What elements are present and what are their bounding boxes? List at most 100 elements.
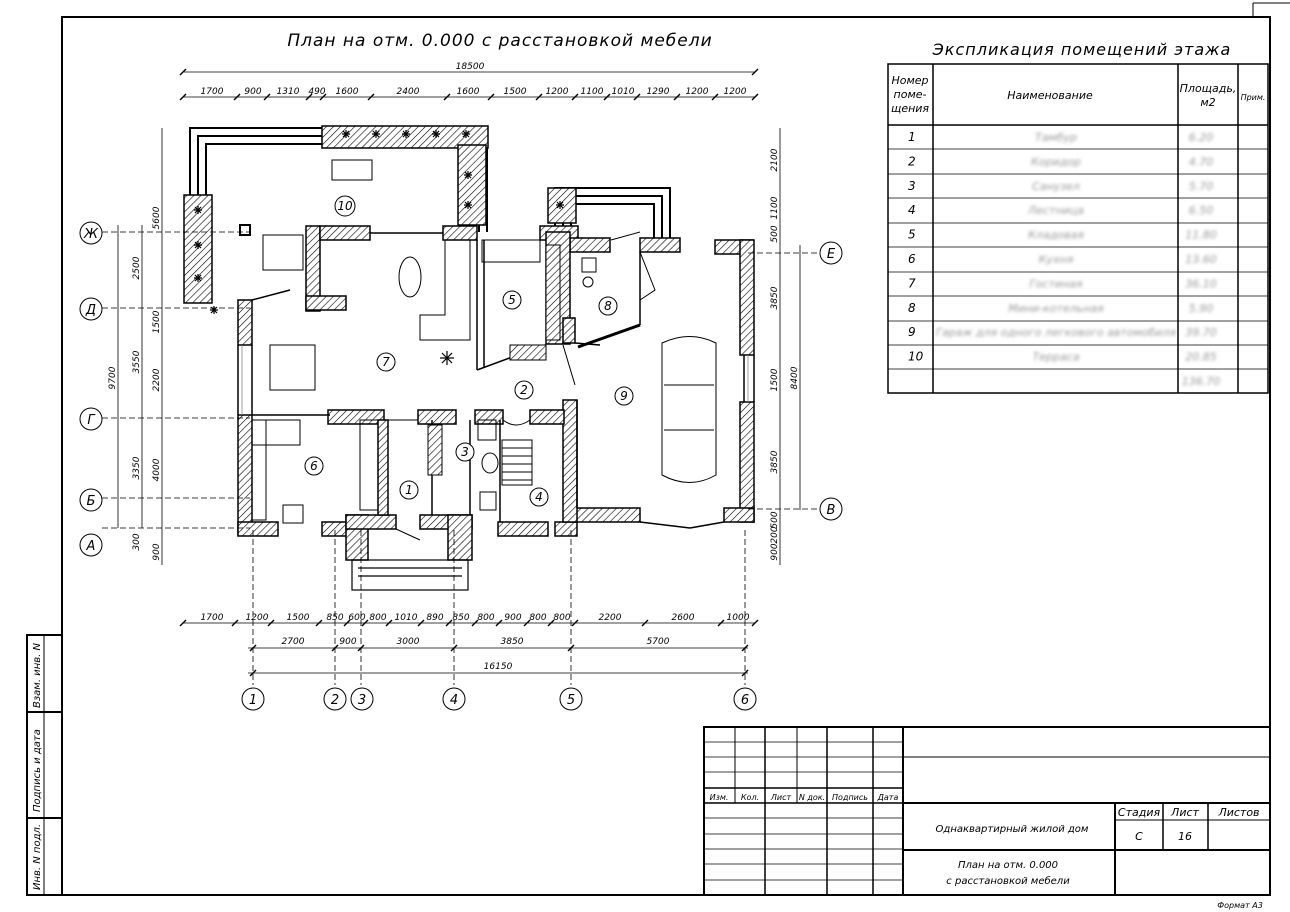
stamp-stage: С	[1135, 830, 1143, 843]
svg-text:1100: 1100	[770, 196, 780, 219]
terrace-railing	[189, 127, 671, 300]
row-num: 8	[908, 301, 916, 315]
svg-text:500: 500	[770, 225, 780, 242]
svg-text:1700: 1700	[201, 87, 224, 97]
row-name: Кладовая	[1028, 229, 1084, 242]
row-area: 13.60	[1185, 253, 1217, 266]
side-label-inv: Инв. N подл.	[32, 824, 43, 890]
row-num: 10	[908, 350, 924, 364]
stamp-col-data: Дата	[877, 793, 899, 802]
row-area: 5.70	[1189, 180, 1214, 193]
stairs	[427, 244, 561, 486]
room-2: 2	[520, 383, 528, 397]
row-name: Лестница	[1027, 204, 1084, 217]
row-area: 5.90	[1189, 302, 1214, 315]
dim-texts-top: 18500 1700 900 1310 490 1600 2400 1600 1…	[201, 62, 747, 97]
svg-text:800: 800	[529, 613, 546, 623]
svg-text:1100: 1100	[581, 87, 604, 97]
row-name: Санузел	[1032, 180, 1080, 193]
sheet-frame	[61, 16, 1271, 896]
axis-markers	[79, 221, 843, 711]
row-area: 136.70	[1182, 375, 1221, 388]
svg-text:1010: 1010	[395, 613, 418, 623]
axis-zh: Ж	[83, 227, 99, 242]
svg-text:200: 200	[770, 526, 780, 543]
svg-text:1200: 1200	[724, 87, 747, 97]
stamp-col-izm: Изм.	[710, 793, 729, 802]
svg-text:900: 900	[770, 543, 780, 560]
row-num: 2	[908, 154, 916, 168]
svg-text:850: 850	[326, 613, 343, 623]
room-4: 4	[535, 490, 543, 504]
stamp-sheet: 16	[1178, 830, 1192, 843]
axis-5: 5	[567, 693, 575, 708]
svg-text:1500: 1500	[287, 613, 310, 623]
row-name: Кухня	[1039, 253, 1074, 266]
stamp-sheets-label: Листов	[1217, 806, 1259, 819]
row-num: 1	[908, 130, 916, 144]
side-label-vzam: Взам. инв. N	[32, 643, 43, 708]
svg-text:16150: 16150	[484, 662, 513, 672]
svg-text:900: 900	[504, 613, 521, 623]
side-strip: Взам. инв. N Подпись и дата Инв. N подл.	[26, 634, 63, 896]
row-name: Тамбур	[1035, 131, 1077, 144]
svg-text:8400: 8400	[790, 366, 800, 389]
svg-text:2200: 2200	[599, 613, 622, 623]
header-area-line2: м2	[1200, 96, 1215, 109]
axis-6: 6	[741, 693, 749, 708]
drawing-title: План на отм. 0.000 с расстановкой мебели	[287, 31, 712, 51]
row-num: 3	[908, 179, 916, 193]
room-8: 8	[604, 299, 612, 313]
plants	[194, 130, 564, 365]
explication-title: Экспликация помещений этажа	[932, 40, 1232, 59]
axis-d: Д	[85, 303, 96, 318]
stamp-sheet-label: Лист	[1170, 806, 1199, 819]
row-num: 7	[908, 276, 916, 290]
svg-text:300: 300	[132, 533, 142, 550]
row-name: Гостиная	[1029, 277, 1082, 290]
svg-text:900: 900	[339, 637, 356, 647]
row-area: 36.10	[1185, 277, 1217, 290]
svg-text:9700: 9700	[108, 366, 118, 389]
room-7: 7	[382, 355, 390, 369]
row-num: 4	[908, 203, 916, 217]
svg-text:490: 490	[308, 87, 325, 97]
stamp-col-list: Лист	[770, 793, 792, 802]
header-num-line2: поме-	[894, 88, 927, 101]
row-name: Гараж для одного легкового автомобиля	[936, 326, 1177, 339]
stamp-col-ndok: N док.	[799, 793, 825, 802]
svg-text:3850: 3850	[501, 637, 524, 647]
row-area: 6.20	[1189, 131, 1214, 144]
svg-text:3350: 3350	[132, 456, 142, 479]
header-note: Прим.	[1241, 93, 1266, 102]
svg-text:2600: 2600	[672, 613, 695, 623]
axis-b: Б	[87, 494, 96, 509]
svg-text:1600: 1600	[336, 87, 359, 97]
svg-text:1500: 1500	[152, 310, 162, 333]
svg-text:600: 600	[348, 613, 365, 623]
title-block	[703, 726, 1271, 896]
svg-text:890: 890	[426, 613, 443, 623]
svg-text:1500: 1500	[504, 87, 527, 97]
room-3: 3	[461, 445, 469, 459]
row-name: Коридор	[1031, 155, 1081, 168]
stamp-col-podpis: Подпись	[832, 793, 868, 802]
dim-texts-left: 5600 9700 2500 3550 3350 1500 2200 4000 …	[108, 206, 162, 560]
svg-text:3550: 3550	[132, 350, 142, 373]
room-labels: 1 2 3 4 5 6 7 8 9 10	[304, 195, 634, 507]
header-area-line1: Площадь,	[1180, 82, 1237, 95]
furniture	[239, 159, 717, 524]
svg-text:2200: 2200	[152, 368, 162, 391]
row-area: 4.70	[1189, 155, 1214, 168]
dim-texts-right: 2100 1100 500 3850 1500 3850 500 200 900…	[770, 148, 800, 560]
room-5: 5	[508, 293, 516, 307]
floor-plan	[183, 125, 755, 591]
svg-text:1200: 1200	[546, 87, 569, 97]
row-name: Терраса	[1033, 351, 1080, 364]
svg-text:18500: 18500	[456, 62, 485, 72]
explication-table	[887, 63, 1269, 394]
svg-text:1200: 1200	[246, 613, 269, 623]
row-num: 5	[908, 228, 916, 242]
room-1: 1	[405, 483, 413, 497]
